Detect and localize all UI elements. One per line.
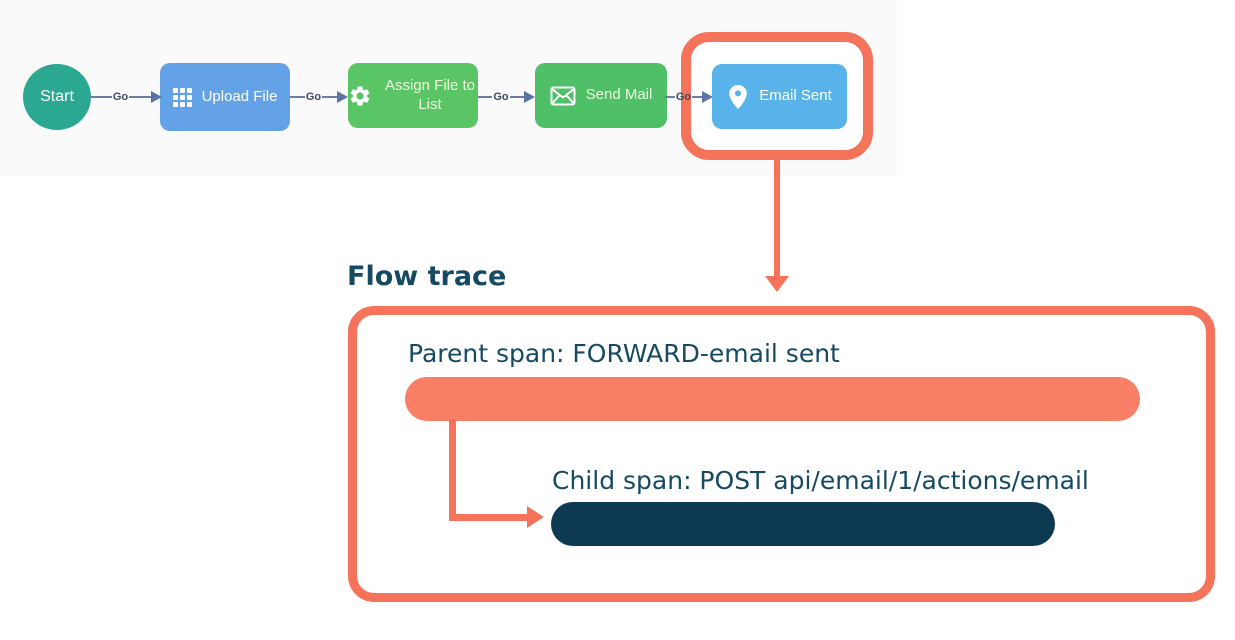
- connector-go-label: Go: [305, 90, 322, 103]
- connector-line: [90, 96, 112, 98]
- arrowhead-icon: [524, 91, 535, 103]
- parent-child-connector-line-horizontal: [449, 514, 527, 521]
- flow-trace-box: [348, 306, 1215, 602]
- arrowhead-icon: [337, 91, 348, 103]
- connector-send-email: Go: [665, 88, 713, 106]
- mail-icon: [550, 86, 576, 105]
- node-start-label: Start: [40, 88, 74, 105]
- connector-upload-assign: Go: [290, 88, 348, 106]
- node-upload-file-label: Upload File: [201, 87, 278, 105]
- workflow-node-start[interactable]: Start: [23, 64, 91, 130]
- parent-child-connector-line-vertical: [449, 420, 456, 521]
- connector-assign-send: Go: [478, 88, 535, 106]
- child-span-bar: [551, 502, 1055, 546]
- highlight-to-trace-arrowhead-icon: [765, 276, 789, 292]
- connector-go-label: Go: [675, 90, 692, 103]
- node-email-sent-label: Email Sent: [759, 87, 832, 105]
- node-send-mail-label: Send Mail: [585, 86, 653, 104]
- highlight-to-trace-arrow-line: [774, 160, 780, 278]
- workflow-node-send-mail[interactable]: Send Mail: [535, 63, 667, 128]
- connector-line: [478, 96, 493, 98]
- parent-child-arrowhead-icon: [527, 506, 544, 528]
- node-assign-file-label: Assign File to List: [384, 76, 476, 113]
- workflow-node-email-sent[interactable]: Email Sent: [712, 64, 847, 129]
- parent-span-label: Parent span: FORWARD-email sent: [408, 339, 840, 368]
- connector-go-label: Go: [112, 90, 129, 103]
- connector-line: [665, 96, 675, 98]
- gear-icon: [350, 85, 370, 106]
- workflow-node-assign-file-to-list[interactable]: Assign File to List: [348, 63, 478, 128]
- connector-line: [692, 96, 702, 98]
- pin-icon: [729, 84, 748, 109]
- arrowhead-icon: [151, 91, 162, 103]
- connector-go-label: Go: [493, 90, 509, 103]
- parent-span-bar: [405, 377, 1140, 421]
- workflow-node-upload-file[interactable]: Upload File: [160, 63, 290, 131]
- grid-icon: [172, 87, 192, 107]
- flow-trace-title: Flow trace: [347, 261, 507, 292]
- arrowhead-icon: [702, 91, 713, 103]
- connector-line: [290, 96, 305, 98]
- connector-line: [509, 96, 524, 98]
- connector-start-upload: Go: [90, 88, 162, 106]
- child-span-label: Child span: POST api/email/1/actions/ema…: [552, 466, 1089, 495]
- connector-line: [322, 96, 337, 98]
- connector-line: [129, 96, 151, 98]
